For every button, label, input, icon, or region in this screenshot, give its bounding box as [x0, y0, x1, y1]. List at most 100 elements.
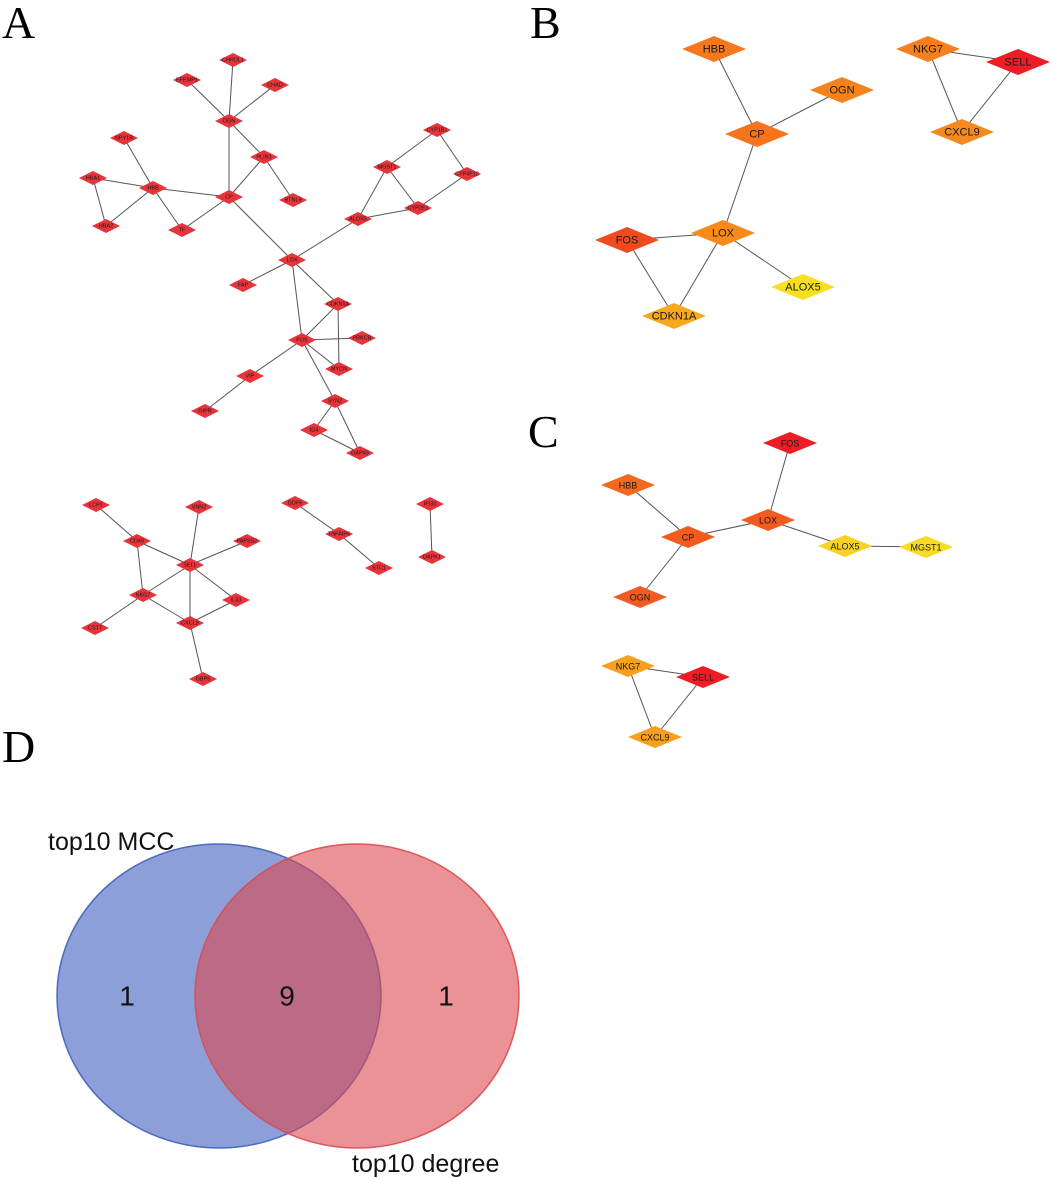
node-lox: LOX: [691, 220, 755, 246]
node-lcp1: LCP1: [82, 498, 110, 512]
node-fap: FAP: [229, 278, 257, 292]
node-label-hba2: HBA2: [99, 224, 113, 230]
node-diamond-il33: [222, 593, 250, 607]
node-diamond-cyp1b1: [423, 123, 451, 137]
node-diamond-ogn: [613, 586, 667, 608]
node-chrdl1: CHRDL1: [219, 53, 247, 67]
node-label-prkcb: PRKCB: [353, 336, 372, 342]
node-ifi30: IFI30: [416, 497, 444, 511]
edge-lox-cdkn1a: [673, 232, 724, 317]
edge-plin1-btnl9: [263, 156, 294, 201]
node-diamond-cxcl9: [628, 726, 682, 748]
edge-nkg7-cxcl9: [142, 594, 191, 624]
venn-intersection-count: 9: [279, 981, 295, 1012]
node-hbb: HBB: [682, 36, 746, 62]
node-label-cdkn1a: CDKN1A: [327, 302, 350, 308]
node-diamond-cp: [725, 121, 789, 147]
node-diamond-nkg7: [896, 36, 960, 62]
node-label-cp: CP: [225, 195, 233, 201]
edge-lcp1-cd48: [95, 504, 138, 542]
node-sell: SELL: [176, 558, 204, 572]
edge-mgst1-alox5: [357, 166, 388, 220]
node-diamond-npy1r: [110, 131, 138, 145]
edge-ogn-chrdl1: [228, 59, 234, 122]
edge-cp-ogn: [639, 536, 689, 598]
node-label-papss2: PAPSS2: [237, 539, 258, 545]
node-label-nkg7: NKG7: [616, 662, 641, 672]
node-cxcl9: CXCL9: [628, 726, 682, 748]
node-gdf6: GDF6: [281, 496, 309, 510]
node-diamond-chrdl1: [219, 53, 247, 67]
node-label-chrdl1: CHRDL1: [222, 58, 244, 64]
edge-fos-vip: [249, 339, 303, 377]
node-label-gap43: GAP43: [351, 451, 369, 457]
venn-right-set-name: top10 degree: [352, 1150, 499, 1178]
node-npy1r: NPY1R: [110, 131, 138, 145]
node-cyp4f12: CYP4F12: [453, 167, 481, 181]
node-label-chad: CHAD: [267, 83, 283, 89]
edge-sell-nkg7: [142, 564, 191, 596]
node-label-gbp5: GBP5: [196, 677, 211, 683]
node-label-alox5: ALOX5: [349, 217, 367, 223]
node-mgst1: MGST1: [373, 160, 401, 174]
node-label-efemp1: EFEMP1: [176, 78, 198, 84]
node-diamond-papss2: [233, 534, 261, 548]
node-label-cp: CP: [682, 533, 695, 543]
node-diamond-prkcb: [348, 331, 376, 345]
venn-right-only-count: 1: [438, 981, 454, 1012]
node-label-sell: SELL: [183, 563, 196, 569]
edge-cp-tf: [181, 196, 230, 231]
node-diamond-dapk1: [418, 550, 446, 564]
edge-hbb-cp: [627, 484, 689, 538]
network-panel-a: CHRDL1EFEMP1CHADOGNNPY1RPLIN1CYP1B1MGST1…: [79, 53, 481, 686]
node-dapk1: DAPK1: [418, 550, 446, 564]
node-cst7: CST7: [81, 621, 109, 635]
edge-mgst1-cyp2e1: [386, 166, 419, 209]
node-label-hbb: HBB: [703, 44, 726, 56]
node-diamond-plin1: [250, 150, 278, 164]
node-fos: FOS: [288, 333, 316, 347]
node-stc1: STC1: [365, 561, 393, 575]
node-cp: CP: [661, 526, 715, 548]
node-gbp5: GBP5: [189, 672, 217, 686]
node-label-stc1: STC1: [372, 566, 386, 572]
node-efemp1: EFEMP1: [173, 73, 201, 87]
node-diamond-sell: [176, 558, 204, 572]
node-label-gipr: GIPR: [198, 409, 211, 415]
node-diamond-mgst1: [373, 160, 401, 174]
edge-npy1r-hbb: [123, 137, 154, 189]
node-diamond-ifi30: [416, 497, 444, 511]
node-ogn: OGN: [810, 77, 874, 103]
node-label-mgst1: MGST1: [378, 165, 397, 171]
node-nkg7: NKG7: [601, 655, 655, 677]
node-label-gdf6: GDF6: [288, 501, 303, 507]
edge-fos-cdkn1a: [626, 239, 675, 317]
node-label-nkg7: NKG7: [913, 44, 943, 56]
node-diamond-lox: [691, 220, 755, 246]
node-gap43: GAP43: [346, 446, 374, 460]
node-diamond-fos: [595, 227, 659, 253]
node-diamond-id4: [300, 423, 328, 437]
node-diamond-hba2: [92, 219, 120, 233]
node-diamond-cxcl9: [176, 616, 204, 630]
node-vnn2: VNN2: [185, 500, 213, 514]
edge-cdkn1a-mycn: [337, 303, 340, 370]
edge-papss2-sell: [189, 540, 248, 566]
node-diamond-cd48: [123, 534, 151, 548]
node-label-cdkn1a: CDKN1A: [652, 311, 697, 323]
panel-label-d: D: [2, 721, 35, 772]
node-label-alox5: ALOX5: [785, 282, 820, 294]
node-cp: CP: [725, 121, 789, 147]
node-label-alox5: ALOX5: [830, 542, 859, 552]
edge-hbb-hba2: [105, 187, 154, 227]
node-label-sell: SELL: [1005, 57, 1032, 69]
node-tf: TF: [168, 223, 196, 237]
node-diamond-vip: [236, 369, 264, 383]
node-cyp2e1: CYP2E1: [404, 201, 432, 215]
node-diamond-sell: [676, 666, 730, 688]
node-diamond-nkg7: [129, 588, 157, 602]
node-gipr: GIPR: [191, 404, 219, 418]
